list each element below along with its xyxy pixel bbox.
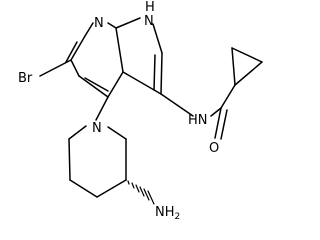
atom-label-bromine: Br xyxy=(18,71,33,86)
piperidine-ring xyxy=(68,125,127,198)
bond xyxy=(231,47,263,63)
bond xyxy=(115,17,141,29)
stereo-hashed-bond xyxy=(127,180,155,205)
bond xyxy=(153,54,156,91)
bond xyxy=(107,22,117,29)
bond xyxy=(107,71,124,98)
hash xyxy=(147,190,155,205)
bond xyxy=(69,179,98,198)
bond xyxy=(96,179,127,198)
pyrrole-ring xyxy=(115,17,163,95)
bond xyxy=(84,77,109,92)
bond xyxy=(115,27,124,73)
bond-c-br xyxy=(39,59,72,77)
atom-label-piperidine-n: N xyxy=(92,121,102,136)
bond xyxy=(214,107,222,139)
bond xyxy=(78,75,109,98)
cyclopropanecarboxamide xyxy=(210,47,263,140)
chemical-structure: N H N Br N HN O NH2 xyxy=(18,0,263,222)
pyridine-ring xyxy=(65,22,124,98)
atom-label-amide-nh: HN xyxy=(188,113,208,128)
bond xyxy=(210,107,222,117)
bond xyxy=(220,109,228,140)
bond xyxy=(68,125,87,140)
bond xyxy=(65,41,78,63)
bond xyxy=(231,47,236,86)
atom-label-carbonyl-o: O xyxy=(209,141,219,156)
atom-label-pyrrole-h: H xyxy=(145,0,155,15)
amine-subscript: 2 xyxy=(175,212,181,222)
hash xyxy=(127,180,130,185)
bond xyxy=(107,126,127,140)
bond xyxy=(122,71,162,95)
amine-nh: NH xyxy=(155,205,175,220)
atom-label-pyrrole-n: N xyxy=(144,14,154,29)
hash xyxy=(143,188,150,201)
atom-label-amine: NH2 xyxy=(155,205,180,222)
bond xyxy=(160,52,163,95)
bond xyxy=(234,61,263,86)
hash xyxy=(131,182,135,189)
bond-c-n-piperidine xyxy=(95,96,109,121)
bond-c-nh-amide xyxy=(160,93,194,117)
bond xyxy=(220,84,236,109)
bond xyxy=(68,138,71,181)
hash xyxy=(135,184,140,193)
bond xyxy=(70,35,86,61)
atom-label-pyridine-n: N xyxy=(94,16,104,31)
bond xyxy=(70,59,80,77)
bond xyxy=(84,22,94,37)
hash xyxy=(139,186,145,197)
bond xyxy=(152,23,163,54)
